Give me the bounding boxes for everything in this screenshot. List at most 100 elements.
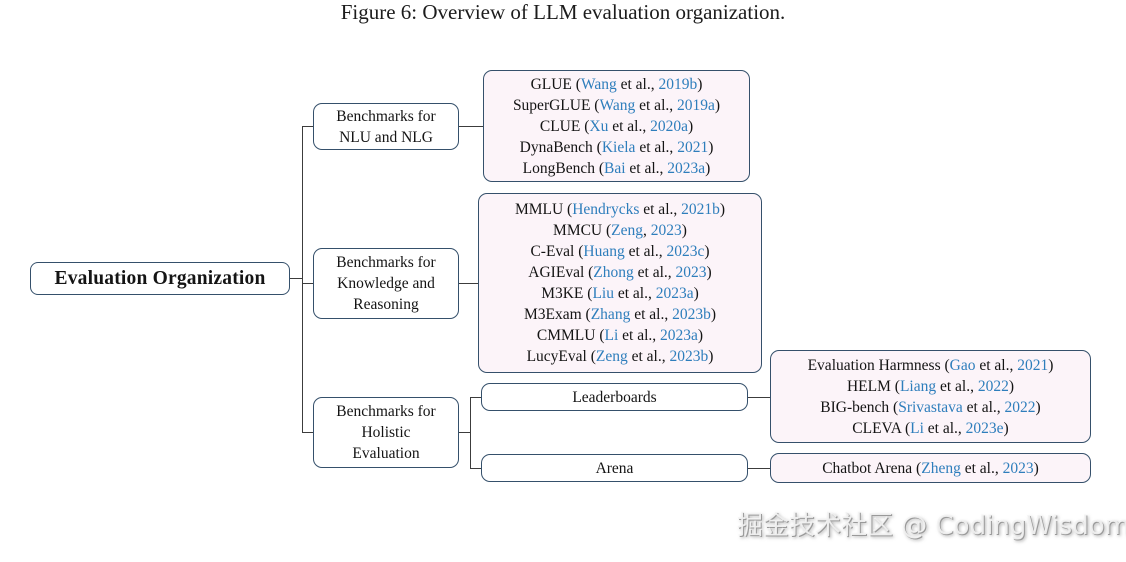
benchmark-label: ) [697,327,704,344]
benchmark-entry: Evaluation Harmness (Gao et al., 2021) [808,355,1054,376]
citation-etal: et al., [635,138,678,156]
citation-author-link[interactable]: Zeng [595,348,628,365]
node-benchmarks-knowledge-reasoning: Benchmarks for Knowledge and Reasoning [313,248,459,319]
citation-year-link[interactable]: 2023 [1002,459,1034,477]
benchmark-entry: GLUE (Wang et al., 2019b) [531,74,703,95]
connector-line [302,432,313,433]
citation-etal: et al., [635,96,677,114]
citation-author-link[interactable]: Kiela [601,138,636,156]
benchmark-label: ) [693,285,699,302]
benchmark-entry: CLEVA (Li et al., 2023e) [852,418,1008,439]
connector-line [459,126,483,127]
citation-etal: et al., [616,75,659,93]
benchmark-label: AGIEval ( [528,264,594,281]
benchmark-label: ) [714,96,721,114]
citation-etal: et al., [625,159,668,177]
citation-author-link[interactable]: Zhang [590,306,631,323]
citation-year-link[interactable]: 2022 [977,377,1009,395]
connector-line [470,397,481,398]
citation-year-link[interactable]: 2020a [650,117,688,135]
node-label: Benchmarks for NLU and NLG [336,107,436,146]
citation-etal: et al., [613,285,656,302]
citation-author-link[interactable]: Gao [949,356,976,374]
citation-year-link[interactable]: 2019a [677,96,715,114]
citation-year-link[interactable]: 2023a [667,159,706,177]
connector-line [459,432,470,433]
benchmark-label: M3Exam ( [523,306,591,323]
figure-caption: Figure 6: Overview of LLM evaluation org… [340,0,786,24]
benchmark-entry: LucyEval (Zeng et al., 2023b) [527,346,714,367]
node-label: Benchmarks for Knowledge and Reasoning [336,254,436,313]
benchmark-entry: MMCU (Zeng, 2023) [553,220,687,241]
citation-etal: et al., [960,459,1003,477]
citation-year-link[interactable]: 2021 [1017,356,1049,374]
connector-line [748,397,770,398]
connector-line [302,283,313,284]
benchmark-label: M3KE ( [541,285,593,302]
citation-year-link[interactable]: 2022 [1004,398,1036,416]
benchmark-label: DynaBench ( [519,138,602,156]
benchmark-entry: HELM (Liang et al., 2022) [847,376,1014,397]
node-leaderboards: Leaderboards [481,383,748,411]
citation-author-link[interactable]: Zeng [611,222,644,239]
citation-author-link[interactable]: Huang [583,243,625,260]
connector-line [302,126,303,433]
citation-author-link[interactable]: Zheng [921,459,961,477]
citation-year-link[interactable]: 2019b [658,75,698,93]
benchmark-label: GLUE ( [530,75,581,93]
connector-line [290,278,302,279]
benchmark-label: ) [1035,398,1041,416]
benchmark-label: ) [705,159,711,177]
benchmark-entry: CMMLU (Li et al., 2023a) [537,325,703,346]
citation-year-link[interactable]: 2023c [666,243,705,260]
leaf-box-nlu-nlg: GLUE (Wang et al., 2019b) SuperGLUE (Wan… [483,70,750,182]
citation-author-link[interactable]: Liu [592,285,614,302]
connector-line [748,468,770,469]
benchmark-label: Chatbot Arena ( [822,459,922,477]
benchmark-label: MMLU ( [514,201,573,218]
citation-author-link[interactable]: Hendrycks [572,201,640,218]
citation-author-link[interactable]: Zhong [593,264,634,281]
citation-etal: et al., [624,243,667,260]
connector-line [470,397,471,468]
citation-year-link[interactable]: 2023b [669,348,709,365]
benchmark-label: LucyEval ( [526,348,596,365]
citation-year-link[interactable]: 2023 [675,264,707,281]
citation-etal: et al., [639,201,682,218]
benchmark-entry: M3Exam (Zhang et al., 2023b) [524,304,716,325]
citation-author-link[interactable]: Li [604,327,619,344]
citation-year-link[interactable]: 2021 [677,138,709,156]
citation-author-link[interactable]: Wang [599,96,636,114]
benchmark-label: ) [706,264,712,281]
benchmark-label: SuperGLUE ( [512,96,600,114]
node-arena: Arena [481,454,748,482]
benchmark-entry: C-Eval (Huang et al., 2023c) [530,241,709,262]
benchmark-label: ) [1048,356,1054,374]
benchmark-label: ) [704,243,710,260]
citation-etal: et al., [975,356,1018,374]
citation-author-link[interactable]: Bai [604,159,626,177]
citation-year-link[interactable]: 2023e [965,419,1004,437]
citation-year-link[interactable]: 2023a [660,327,698,344]
benchmark-label: ) [708,348,714,365]
citation-author-link[interactable]: Wang [580,75,617,93]
node-evaluation-organization: Evaluation Organization [30,262,290,295]
benchmark-label: ) [1003,419,1009,437]
benchmark-entry: MMLU (Hendrycks et al., 2021b) [515,199,725,220]
citation-author-link[interactable]: Li [910,419,924,437]
citation-author-link[interactable]: Srivastava [898,398,963,416]
citation-author-link[interactable]: Liang [899,377,937,395]
citation-year-link[interactable]: 2023b [672,306,711,323]
citation-author-link[interactable]: Xu [589,117,609,135]
leaf-box-leaderboards-list: Evaluation Harmness (Gao et al., 2021) H… [770,350,1091,443]
citation-year-link[interactable]: 2023 [650,222,682,239]
benchmark-label: CLEVA ( [852,419,911,437]
leaf-box-knowledge-reasoning: MMLU (Hendrycks et al., 2021b) MMCU (Zen… [478,193,762,373]
citation-year-link[interactable]: 2023a [655,285,694,302]
benchmark-entry: Chatbot Arena (Zheng et al., 2023) [822,458,1039,479]
citation-etal: , [643,222,651,239]
citation-year-link[interactable]: 2021b [681,201,720,218]
connector-line [459,283,478,284]
connector-line [470,468,481,469]
